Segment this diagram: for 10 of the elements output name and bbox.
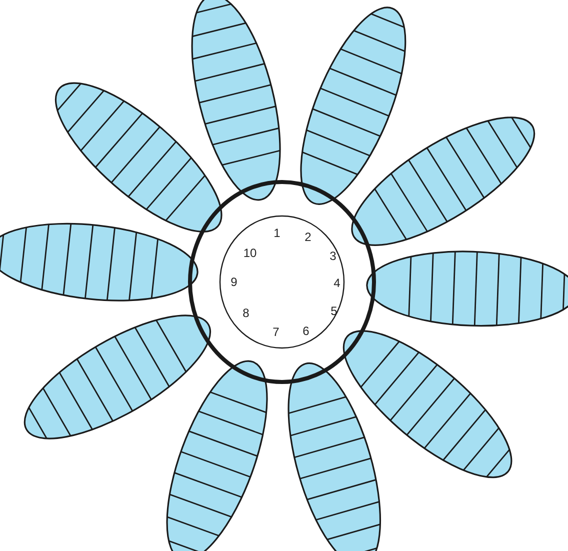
number-label: 3 (330, 250, 336, 262)
number-label: 9 (230, 276, 238, 288)
number-label: 6 (302, 325, 310, 337)
number-label: 1 (274, 227, 280, 239)
number-label: 10 (243, 247, 257, 259)
number-label: 2 (304, 231, 312, 243)
number-label: 8 (242, 307, 250, 319)
number-label: 4 (334, 277, 340, 289)
number-label: 5 (330, 305, 338, 317)
number-label: 7 (272, 326, 280, 338)
